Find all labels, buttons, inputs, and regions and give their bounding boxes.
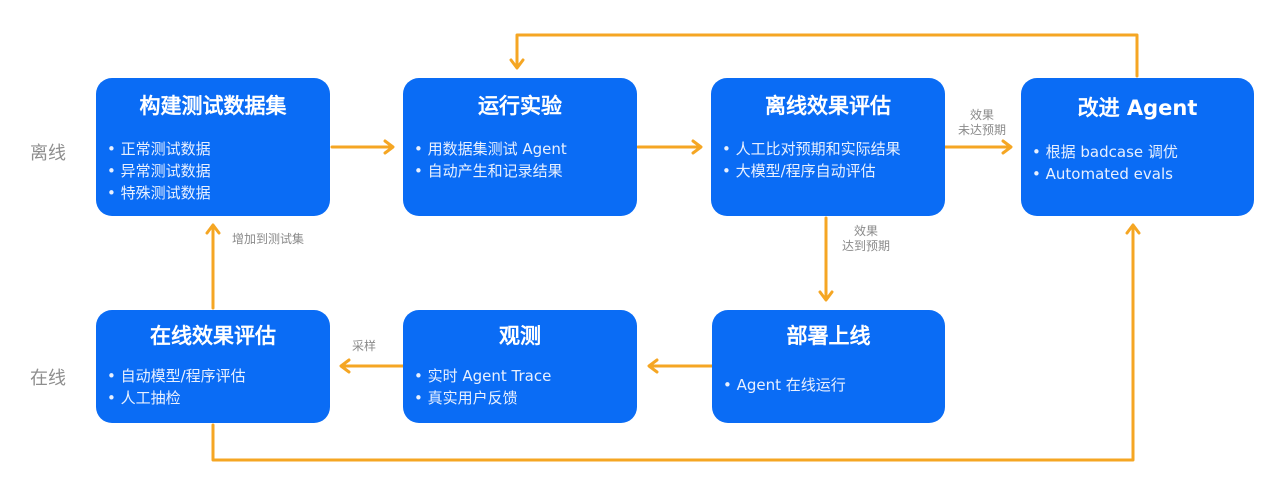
node-build-test-dataset: 构建测试数据集 正常测试数据 异常测试数据 特殊测试数据 — [96, 78, 330, 216]
node-deploy-online: 部署上线 Agent 在线运行 — [712, 310, 945, 423]
edge-label-line: 效果 — [969, 108, 994, 122]
arrow-online-eval-to-improve — [211, 225, 1135, 462]
node-item: 真实用户反馈 — [414, 387, 637, 409]
node-item: Automated evals — [1032, 163, 1254, 185]
node-item: 正常测试数据 — [107, 138, 330, 160]
node-item: 特殊测试数据 — [107, 182, 330, 204]
node-observe: 观测 实时 Agent Trace 真实用户反馈 — [403, 310, 637, 423]
edge-label-not-met: 效果 未达预期 — [948, 108, 1016, 138]
node-item: 实时 Agent Trace — [414, 365, 637, 387]
node-title: 在线效果评估 — [150, 324, 276, 348]
edge-label-add-to-set: 增加到测试集 — [232, 232, 305, 246]
edge-label-line: 效果 — [853, 224, 878, 238]
node-item: 人工抽检 — [107, 387, 330, 409]
edge-label-met: 效果 达到预期 — [832, 224, 900, 254]
node-item: 人工比对预期和实际结果 — [722, 138, 945, 160]
edge-label-line: 未达预期 — [957, 123, 1006, 137]
node-title: 构建测试数据集 — [139, 94, 287, 118]
node-title: 运行实验 — [478, 94, 562, 118]
node-title: 观测 — [499, 324, 541, 348]
node-improve-agent: 改进 Agent 根据 badcase 调优 Automated evals — [1021, 78, 1254, 216]
node-item: 自动模型/程序评估 — [107, 365, 330, 387]
node-title: 离线效果评估 — [765, 94, 891, 118]
node-title: 改进 Agent — [1077, 96, 1198, 120]
edge-label-line: 达到预期 — [841, 239, 890, 253]
arrow-improve-to-run — [515, 33, 1139, 78]
edge-label-sampling: 采样 — [352, 339, 377, 353]
node-item: 自动产生和记录结果 — [414, 160, 637, 182]
node-item: Agent 在线运行 — [723, 374, 945, 396]
node-item: 用数据集测试 Agent — [414, 138, 637, 160]
node-offline-evaluation: 离线效果评估 人工比对预期和实际结果 大模型/程序自动评估 — [711, 78, 945, 216]
node-item: 根据 badcase 调优 — [1032, 141, 1254, 163]
node-online-evaluation: 在线效果评估 自动模型/程序评估 人工抽检 — [96, 310, 330, 423]
node-item: 大模型/程序自动评估 — [722, 160, 945, 182]
node-run-experiment: 运行实验 用数据集测试 Agent 自动产生和记录结果 — [403, 78, 637, 216]
node-title: 部署上线 — [786, 324, 871, 348]
row-label-online: 在线 — [30, 368, 66, 389]
row-label-offline: 离线 — [30, 143, 66, 164]
node-item: 异常测试数据 — [107, 160, 330, 182]
